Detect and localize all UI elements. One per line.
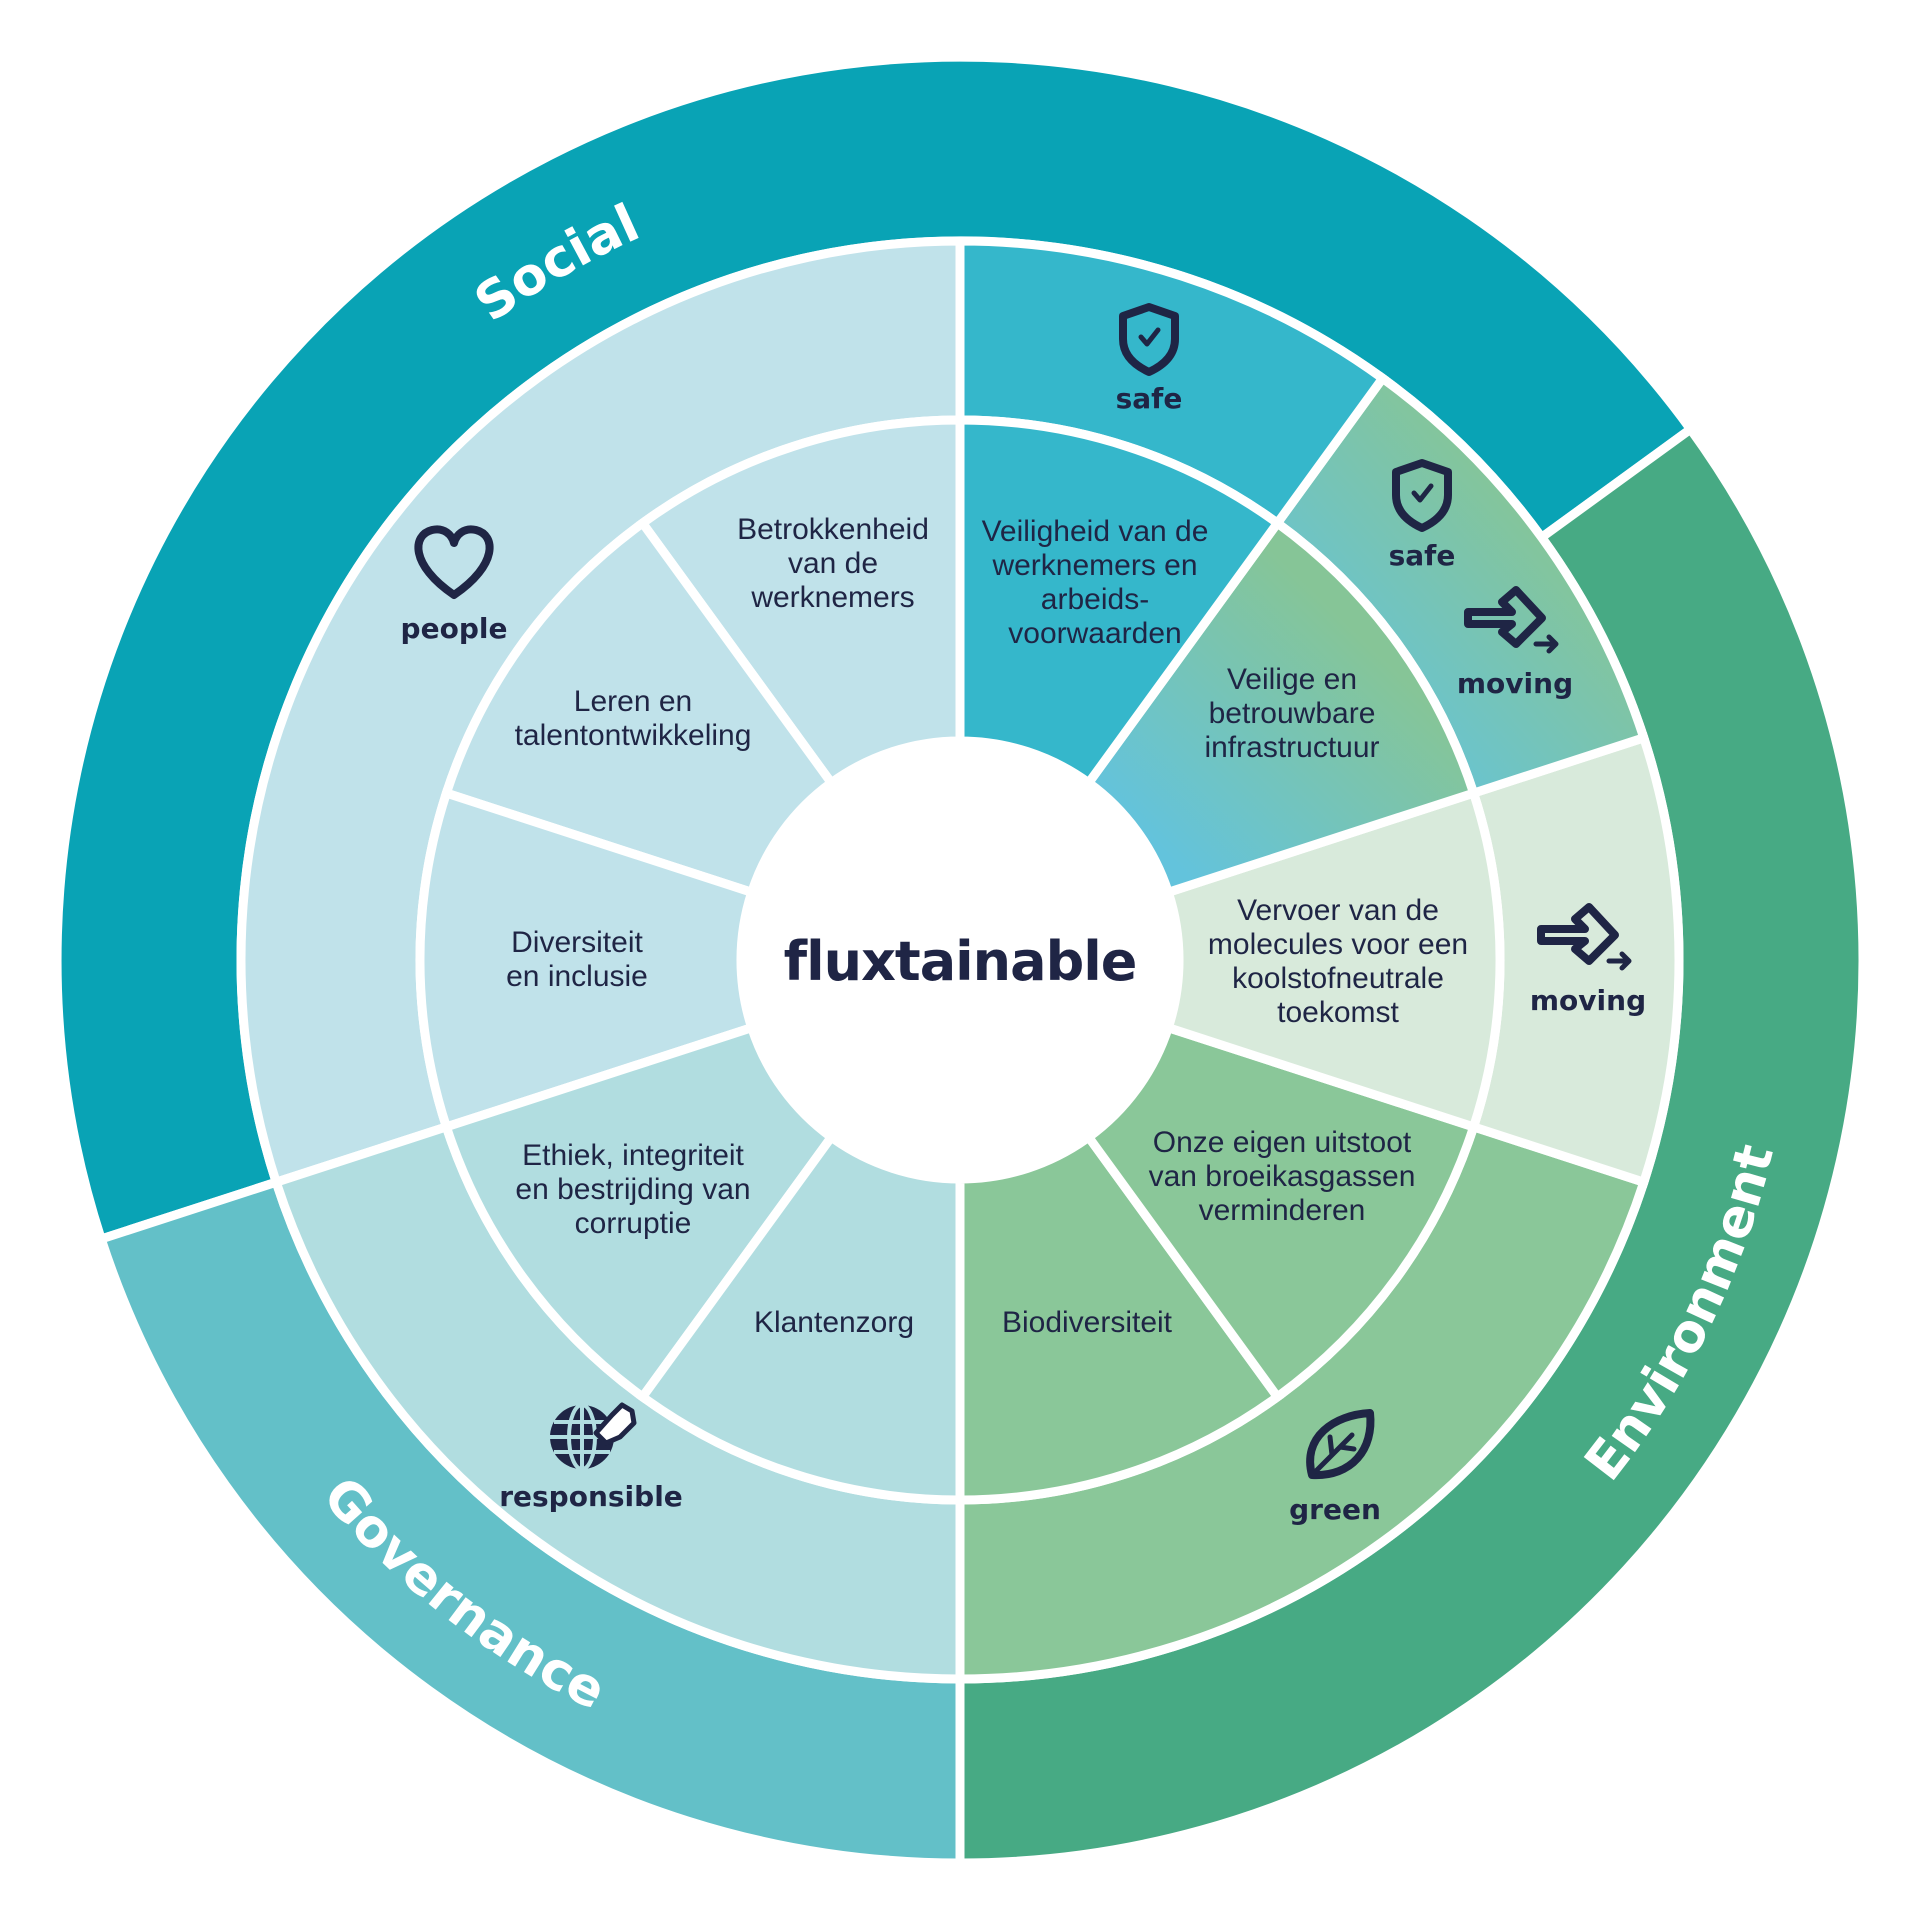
shield-check-icon — [1119, 303, 1179, 376]
theme-people: people — [401, 525, 508, 645]
topic-label-line: van broeikasgassen — [1149, 1160, 1416, 1193]
topic-segment — [636, 415, 965, 790]
topic-segment — [440, 1022, 838, 1404]
theme-label-responsible: responsible — [499, 1480, 683, 1513]
topic-label-line: koolstofneutrale — [1232, 962, 1444, 995]
topic-segment — [440, 516, 838, 898]
topic-segment — [1082, 1022, 1480, 1404]
theme-safe: safe — [1116, 303, 1183, 415]
theme-green: green — [1289, 1409, 1381, 1526]
brand-logo-text: fluxtainable — [784, 930, 1137, 993]
arrow-icon — [1464, 586, 1559, 654]
topic-label: Klantenzorg — [754, 1306, 914, 1339]
topic-label-line: Ethiek, integriteit — [522, 1139, 744, 1172]
topic-label-line: arbeids- — [1041, 583, 1149, 616]
theme-ring — [236, 236, 1684, 1684]
topic-label-line: werknemers en — [991, 549, 1197, 582]
topic-label-line: betrouwbare — [1209, 697, 1376, 730]
theme-safe-moving: safe moving — [1389, 459, 1573, 700]
topic-label-line: Klantenzorg — [754, 1306, 914, 1339]
theme-label-moving-2: moving — [1530, 984, 1646, 1017]
leaf-icon — [1306, 1409, 1375, 1480]
arrow-icon — [1537, 903, 1632, 971]
theme-label-moving: moving — [1457, 667, 1573, 700]
topic-label-line: talentontwikkeling — [515, 719, 752, 752]
topic-label-line: Onze eigen uitstoot — [1153, 1126, 1412, 1159]
topic-label-line: en inclusie — [506, 960, 648, 993]
shield-check-icon — [1392, 459, 1452, 532]
topic-label-line: werknemers — [750, 581, 914, 614]
topic-label-line: verminderen — [1199, 1194, 1366, 1227]
topic-label-line: infrastructuur — [1204, 731, 1379, 764]
topic-label-line: en bestrijding van — [515, 1173, 750, 1206]
topic-ring — [415, 415, 1505, 1505]
topic-segment — [1082, 516, 1480, 898]
heart-icon — [414, 525, 494, 599]
topic-label-line: toekomst — [1277, 996, 1399, 1029]
theme-label-people: people — [401, 612, 508, 645]
topic-label-line: Diversiteit — [511, 926, 643, 959]
topic-label-line: molecules voor een — [1208, 928, 1468, 961]
topic-label-line: Betrokkenheid — [737, 513, 929, 546]
center-circle — [741, 741, 1179, 1179]
theme-moving: moving — [1530, 903, 1646, 1017]
theme-label-green: green — [1289, 1493, 1381, 1526]
topic-segment — [955, 1130, 1284, 1505]
topic-label-line: Veilige en — [1227, 663, 1357, 696]
topic-label-line: Biodiversiteit — [1002, 1306, 1173, 1339]
theme-responsible: responsible — [499, 1402, 683, 1513]
topic-label-line: corruptie — [575, 1207, 692, 1240]
topic-segment — [955, 415, 1284, 790]
topic-label-line: Leren en — [574, 685, 692, 718]
topic-label: Biodiversiteit — [1002, 1306, 1173, 1339]
globe-hand-icon — [550, 1402, 637, 1471]
topic-segment — [1162, 787, 1505, 1133]
topic-segment — [636, 1130, 965, 1505]
topic-label-line: Veiligheid van de — [982, 515, 1209, 548]
topic-label-line: Vervoer van de — [1237, 894, 1439, 927]
topic-label-line: van de — [788, 547, 878, 580]
theme-label-safe: safe — [1116, 382, 1183, 415]
theme-label-safe-2: safe — [1389, 539, 1456, 572]
topic-label-line: voorwaarden — [1008, 617, 1181, 650]
topic-segment — [415, 787, 758, 1133]
